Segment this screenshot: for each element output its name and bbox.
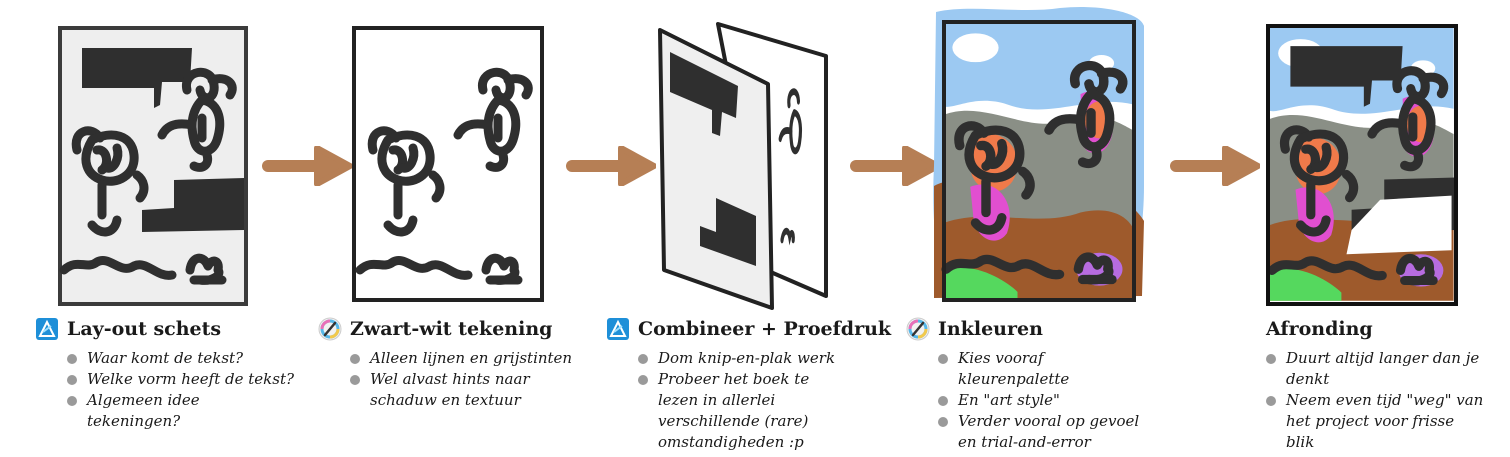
line-drawing-image — [352, 26, 544, 302]
bullet-item: Wel alvast hints naar schaduw en textuur — [350, 369, 588, 411]
step-finishing: Afronding Duurt altijd langer dan je den… — [1234, 314, 1500, 453]
finished-page-image — [1266, 24, 1458, 306]
step-line-drawing: Zwart-wit tekening Alleen lijnen en grij… — [318, 314, 588, 411]
bullet-item: Verder vooral op gevoel en trial-and-err… — [938, 411, 1158, 453]
bullet-list: Dom knip-en-plak werk Probeer het boek t… — [606, 348, 838, 453]
step-coloring: Inkleuren Kies vooraf kleurenpalette En … — [906, 314, 1166, 453]
coloring-image — [930, 6, 1150, 306]
affinity-designer-icon — [36, 318, 58, 340]
bullet-item: Welke vorm heeft de tekst? — [67, 369, 295, 390]
arrow-icon — [566, 146, 656, 186]
bullet-list: Waar komt de tekst? Welke vorm heeft de … — [35, 348, 295, 432]
combined-pages-image — [656, 20, 832, 310]
bullet-item: Probeer het boek te lezen in allerlei ve… — [638, 369, 838, 453]
bullet-list: Alleen lijnen en grijstinten Wel alvast … — [318, 348, 588, 411]
arrow-icon — [850, 146, 940, 186]
bullet-item: Algemeen idee tekeningen? — [67, 390, 295, 432]
arrow-icon — [1170, 146, 1260, 186]
bullet-list: Kies vooraf kleurenpalette En "art style… — [906, 348, 1158, 453]
krita-icon — [906, 317, 930, 341]
bullet-item: Dom knip-en-plak werk — [638, 348, 838, 369]
step-title: Afronding — [1266, 318, 1373, 340]
bullet-item: Duurt altijd langer dan je denkt — [1266, 348, 1486, 390]
affinity-designer-icon — [607, 318, 629, 340]
bullet-list: Duurt altijd langer dan je denkt Neem ev… — [1234, 348, 1486, 453]
step-combine-proof: Combineer + Proefdruk Dom knip-en-plak w… — [606, 314, 891, 453]
bullet-item: Neem even tijd "weg" van het project voo… — [1266, 390, 1486, 453]
krita-icon — [318, 317, 342, 341]
step-title: Lay-out schets — [67, 318, 222, 340]
step-title: Zwart-wit tekening — [350, 318, 553, 340]
layout-sketch-image — [58, 26, 248, 306]
bullet-item: Kies vooraf kleurenpalette — [938, 348, 1158, 390]
step-layout-sketch: Lay-out schets Waar komt de tekst? Welke… — [35, 314, 295, 432]
step-title: Inkleuren — [938, 318, 1043, 340]
step-title: Combineer + Proefdruk — [638, 318, 892, 340]
bullet-item: En "art style" — [938, 390, 1158, 411]
arrow-icon — [262, 146, 352, 186]
bullet-item: Alleen lijnen en grijstinten — [350, 348, 588, 369]
bullet-item: Waar komt de tekst? — [67, 348, 295, 369]
